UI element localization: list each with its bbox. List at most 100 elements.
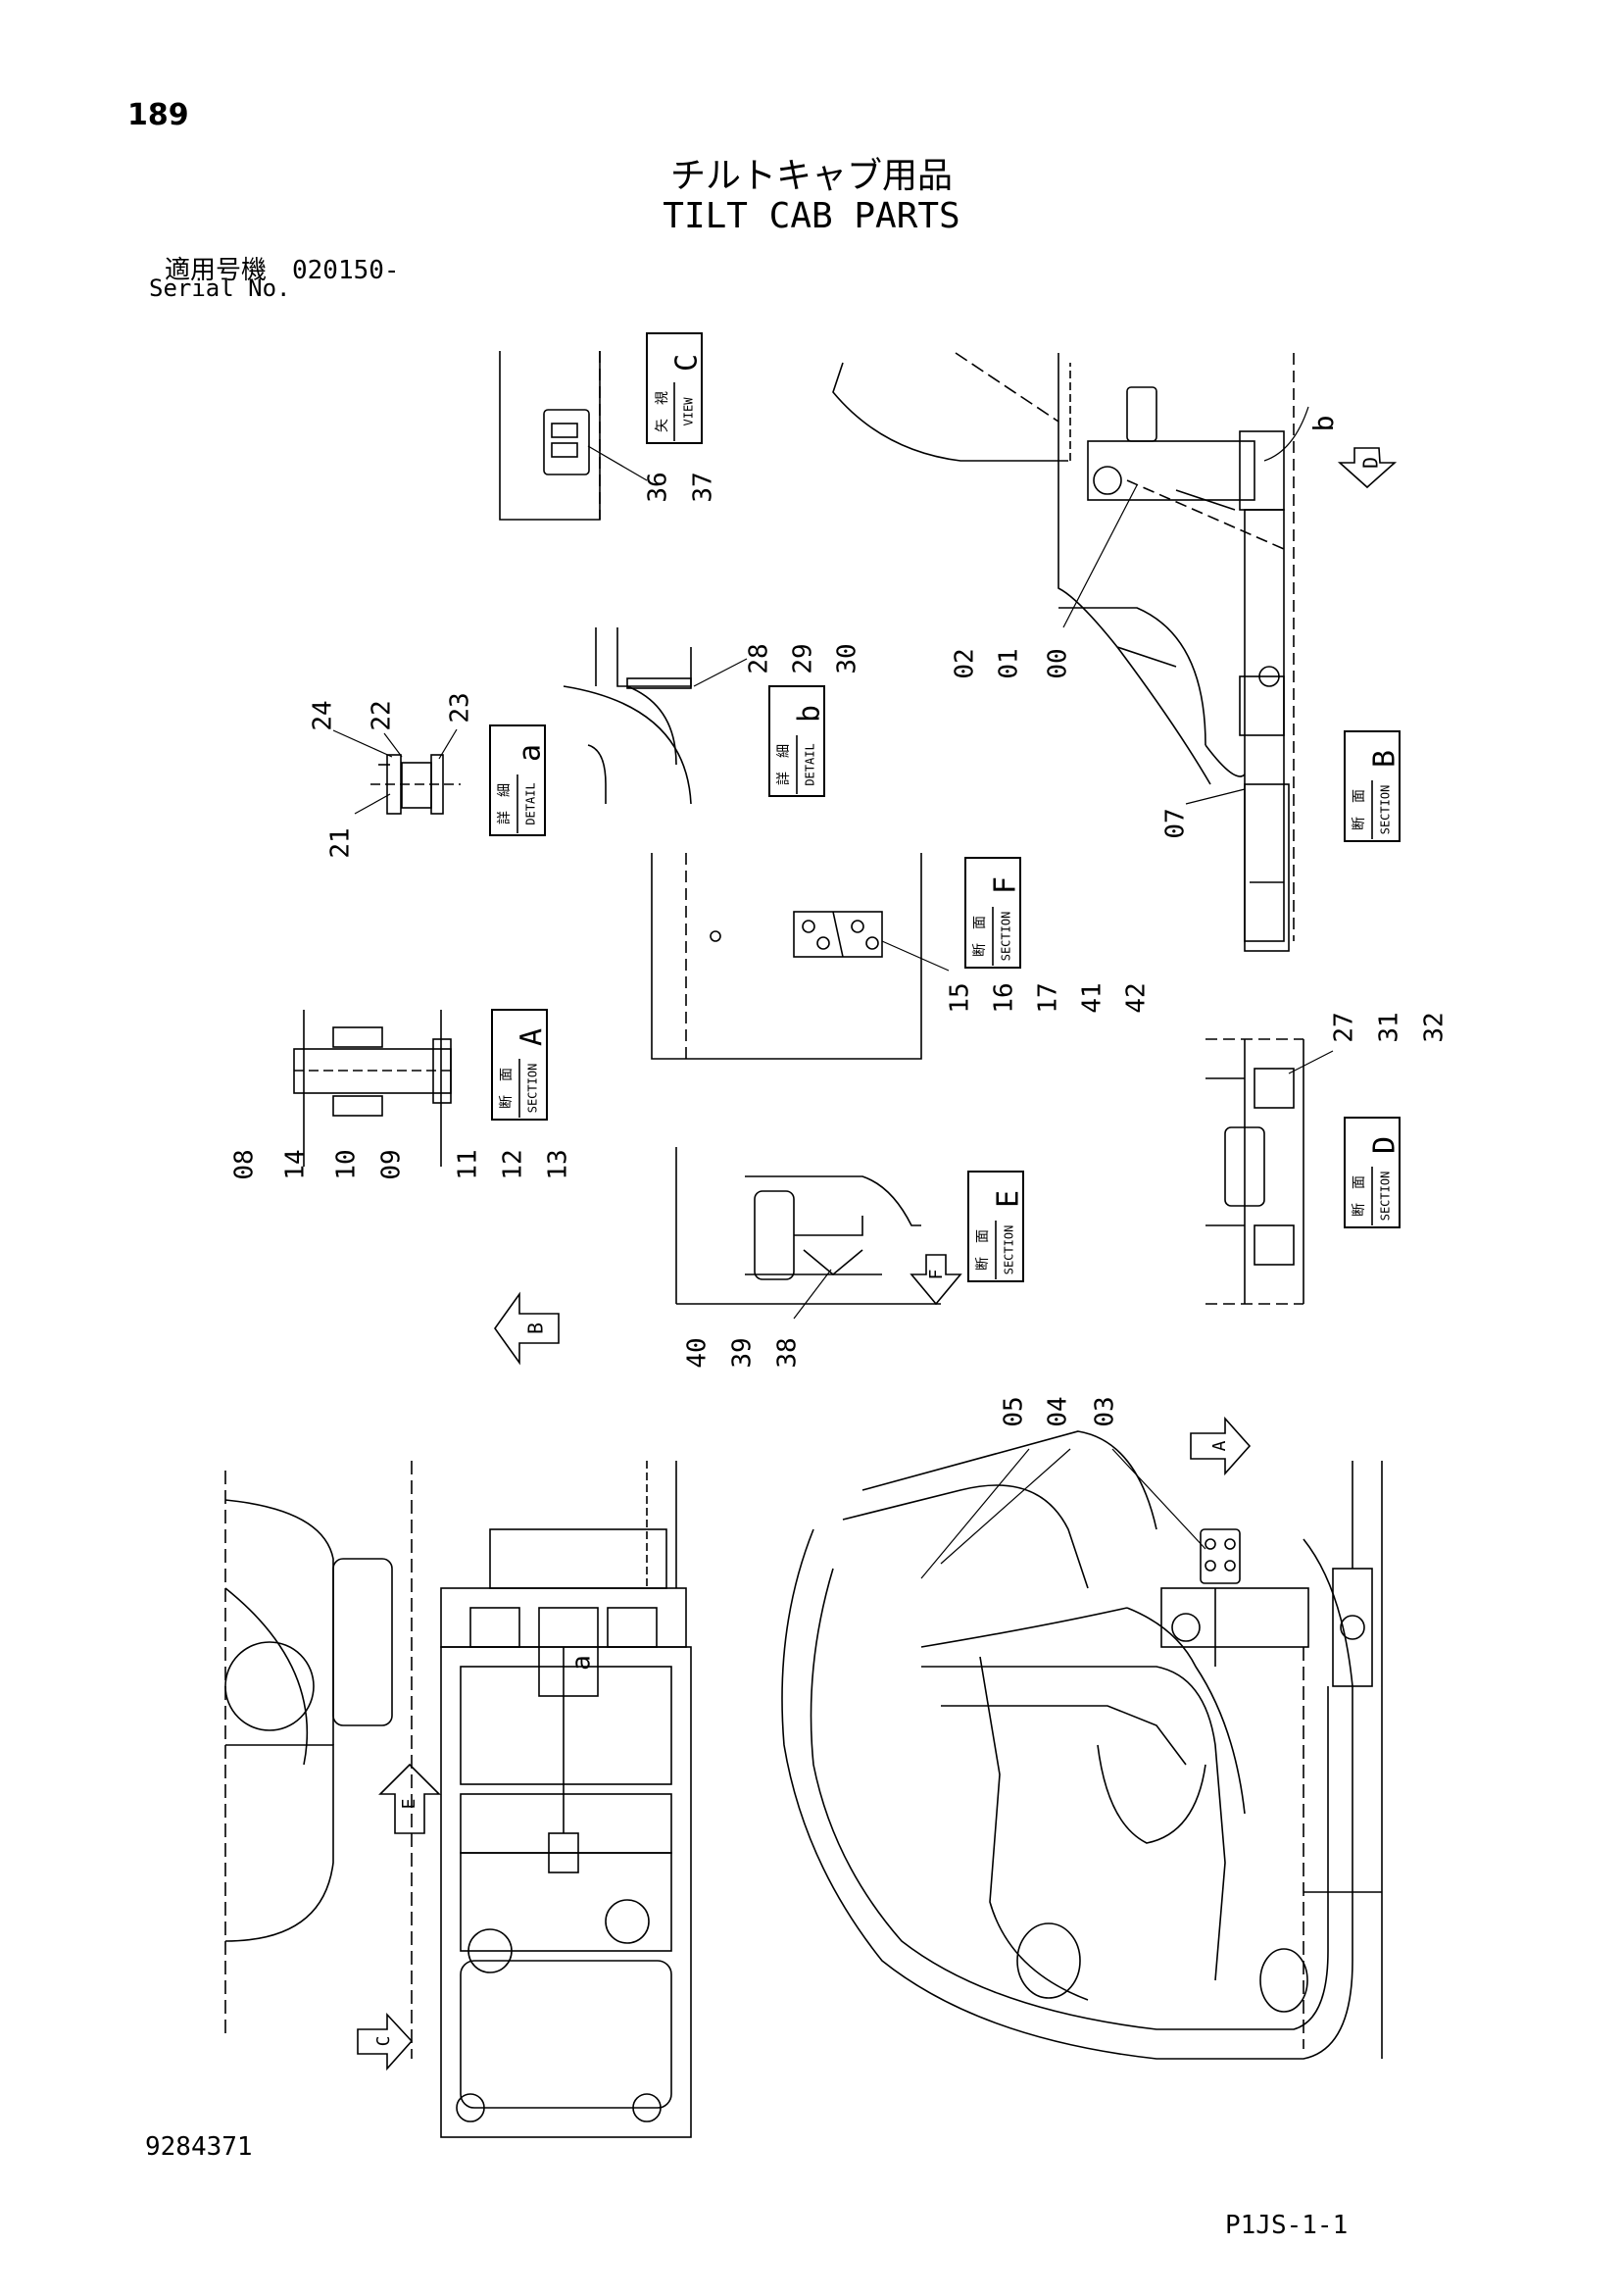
- view-c-en: VIEW: [682, 397, 696, 426]
- callout-27: 27: [1330, 1012, 1359, 1042]
- detail-b-jp: 詳 細: [776, 744, 792, 785]
- callout-37: 37: [689, 472, 718, 502]
- callout-02: 02: [951, 648, 980, 678]
- section-d-jp: 断 面: [1352, 1175, 1367, 1217]
- section-e-label-box: E 断 面 SECTION: [967, 1171, 1026, 1282]
- arrow-b-letter: B: [524, 1323, 548, 1334]
- callout-section-e: 40 39 38: [683, 1269, 832, 1369]
- callout-30: 30: [833, 643, 862, 674]
- callout-17: 17: [1034, 982, 1063, 1013]
- bottom-right-view: [781, 1430, 1383, 2060]
- detail-b-en: DETAIL: [804, 743, 817, 785]
- section-b-jp: 断 面: [1352, 789, 1367, 830]
- arrow-b: B: [494, 1291, 560, 1366]
- callout-04: 04: [1044, 1396, 1073, 1426]
- callout-24: 24: [309, 700, 338, 730]
- callout-10: 10: [332, 1149, 362, 1179]
- detail-a-label-box: a 詳 細 DETAIL: [489, 724, 548, 836]
- arrow-a-letter: A: [1209, 1440, 1230, 1451]
- arrow-e: E: [378, 1763, 441, 1834]
- title-japanese: チルトキャブ用品: [669, 156, 953, 196]
- callout-bottom-right: 05 04 03: [920, 1396, 1206, 1579]
- callout-section-a: 08 14 10 09 11 12 13: [230, 1149, 573, 1179]
- view-c-drawing: [499, 351, 648, 521]
- detail-b-letter: b: [793, 705, 827, 723]
- label-a-small-text: a: [567, 1655, 597, 1671]
- label-b-small-text: b: [1307, 416, 1340, 432]
- section-d-letter: D: [1368, 1136, 1402, 1154]
- callout-36: 36: [644, 472, 673, 502]
- callout-23: 23: [446, 692, 475, 723]
- callout-28: 28: [745, 643, 774, 674]
- arrow-a: A: [1190, 1416, 1252, 1476]
- callout-section-d: 27 31 32: [1288, 1012, 1450, 1074]
- callout-view-c: 36 37: [644, 472, 718, 502]
- callout-03: 03: [1091, 1396, 1120, 1426]
- callout-13: 13: [544, 1149, 573, 1179]
- section-a-letter: A: [516, 1028, 550, 1046]
- label-b-small: b: [1263, 406, 1340, 462]
- arrow-d: D: [1337, 447, 1398, 489]
- callout-detail-b: 28 29 30: [693, 643, 862, 687]
- callout-22: 22: [368, 700, 397, 730]
- section-b-label-box: B 断 面 SECTION: [1344, 730, 1402, 842]
- document-number: 9284371: [145, 2132, 253, 2162]
- callout-21: 21: [326, 827, 356, 858]
- detail-b-label-box: b 詳 細 DETAIL: [768, 685, 827, 797]
- arrow-f: F: [910, 1254, 962, 1306]
- callout-39: 39: [728, 1337, 758, 1368]
- title-english: TILT CAB PARTS: [663, 196, 960, 236]
- page-code: P1JS-1-1: [1225, 2211, 1349, 2240]
- section-b-en: SECTION: [1379, 785, 1393, 835]
- serial-label-english: Serial No.: [149, 275, 291, 302]
- arrow-c: C: [357, 2012, 414, 2071]
- arrow-e-letter: E: [399, 1799, 419, 1810]
- section-f-jp: 断 面: [972, 916, 988, 957]
- callout-00: 00: [1044, 648, 1073, 678]
- section-a-label-box: A 断 面 SECTION: [491, 1009, 550, 1121]
- section-b-letter: B: [1368, 750, 1402, 768]
- detail-a-jp: 詳 細: [497, 783, 513, 824]
- callout-42: 42: [1122, 982, 1152, 1013]
- callout-detail-a: 21 24 22 23: [309, 692, 475, 858]
- callout-15: 15: [946, 982, 975, 1013]
- arrow-d-letter: D: [1359, 457, 1383, 469]
- detail-b-drawing: [563, 627, 692, 805]
- section-a-en: SECTION: [526, 1064, 540, 1114]
- callout-29: 29: [789, 643, 818, 674]
- section-e-drawing: [675, 1147, 941, 1305]
- callout-12: 12: [499, 1149, 528, 1179]
- callout-05: 05: [1000, 1396, 1029, 1426]
- callout-section-f: 15 16 17 41 42: [881, 940, 1152, 1014]
- detail-a-leaders: [332, 728, 458, 815]
- section-f-drawing: [651, 853, 922, 1060]
- view-c-letter: C: [670, 354, 705, 372]
- section-f-en: SECTION: [1000, 912, 1013, 962]
- arrow-f-letter: F: [926, 1270, 947, 1280]
- callout-11: 11: [454, 1149, 483, 1179]
- arrow-c-letter: C: [373, 2036, 394, 2047]
- main-top-view: [832, 352, 1295, 952]
- callout-08: 08: [230, 1149, 260, 1179]
- bottom-left-view: [224, 1461, 692, 2138]
- section-d-drawing: [1205, 1038, 1304, 1305]
- callout-main-top: 02 01 00 07: [951, 484, 1246, 839]
- section-e-jp: 断 面: [975, 1229, 991, 1271]
- section-e-letter: E: [992, 1190, 1026, 1208]
- section-f-label-box: F 断 面 SECTION: [964, 857, 1023, 969]
- page-number: 189: [127, 98, 189, 132]
- callout-31: 31: [1375, 1012, 1404, 1042]
- label-a-small: a: [567, 1655, 597, 1671]
- detail-a-drawing: [370, 754, 461, 815]
- detail-a-en: DETAIL: [524, 782, 538, 824]
- section-d-label-box: D 断 面 SECTION: [1344, 1117, 1402, 1228]
- callout-40: 40: [683, 1337, 713, 1368]
- view-c-jp: 矢 視: [655, 391, 670, 432]
- serial-label-japanese: 適用号機 020150-: [165, 256, 400, 285]
- callout-16: 16: [990, 982, 1019, 1013]
- section-f-letter: F: [989, 876, 1023, 894]
- callout-14: 14: [281, 1149, 311, 1179]
- callout-09: 09: [377, 1149, 407, 1179]
- callout-32: 32: [1420, 1012, 1450, 1042]
